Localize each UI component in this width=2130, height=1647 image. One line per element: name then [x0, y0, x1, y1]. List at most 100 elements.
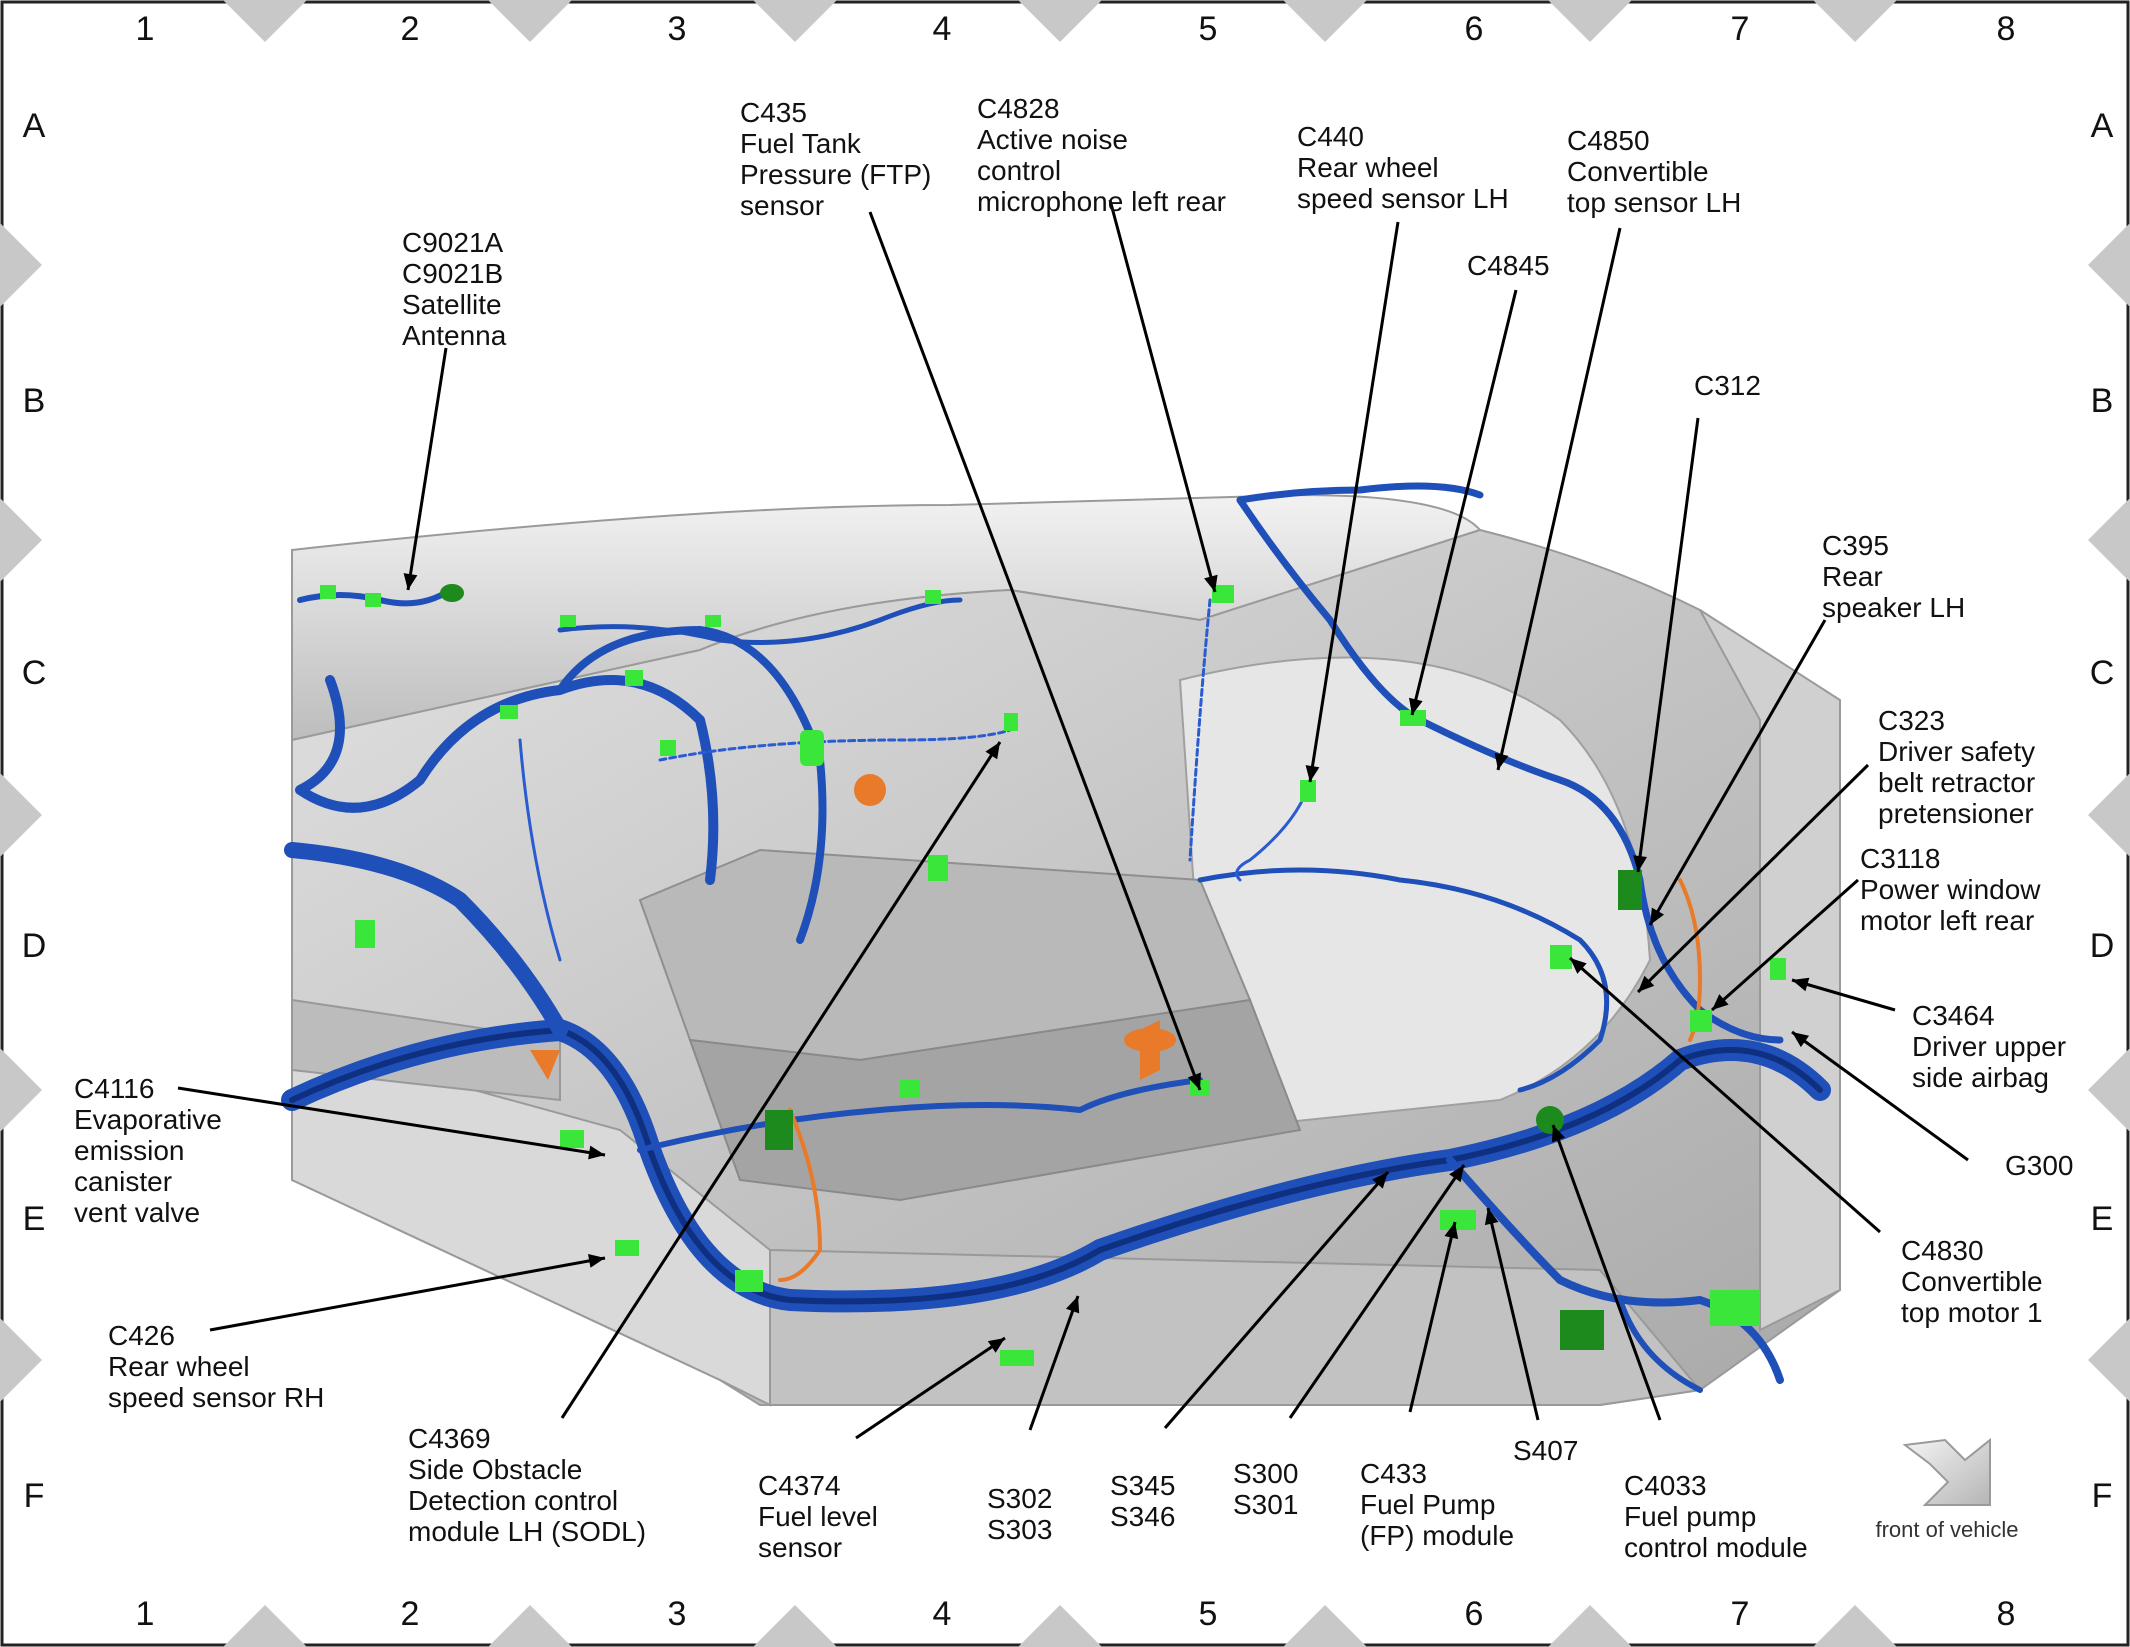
callout-label-s407: S407	[1513, 1435, 1578, 1466]
callout-line: Detection control	[408, 1485, 618, 1516]
grid-column-label-top: 8	[1997, 10, 2016, 48]
grid-column-label-bottom: 2	[401, 1595, 420, 1633]
grid-diamond	[1813, 0, 1897, 42]
callout-leader-lines	[177, 199, 1969, 1440]
connector-marker	[320, 585, 336, 599]
callout-line: sensor	[740, 190, 824, 221]
callout-line: C9021A	[402, 227, 504, 258]
connector-marker	[1710, 1290, 1760, 1326]
connector-marker	[800, 730, 824, 766]
callout-line: pretensioner	[1878, 798, 2034, 829]
grid-column-label-top: 2	[401, 10, 420, 48]
callout-line: (FP) module	[1360, 1520, 1514, 1551]
leader-arrowhead-icon	[1570, 958, 1587, 974]
leader-line-c4369	[560, 741, 1002, 1419]
leader-arrowhead-icon	[1372, 1172, 1388, 1189]
connector-marker	[1440, 1210, 1476, 1230]
connector-marker	[1212, 585, 1234, 603]
callout-line: S300	[1233, 1458, 1298, 1489]
leader-line-c4828	[1108, 199, 1217, 593]
connector-marker	[1770, 958, 1786, 980]
callout-line: top motor 1	[1901, 1297, 2043, 1328]
connector-marker	[1560, 1310, 1604, 1350]
callout-line: C395	[1822, 530, 1889, 561]
callout-label-c312: C312	[1694, 370, 1761, 401]
grid-column-label-top: 4	[933, 10, 952, 48]
grid-diamond	[1283, 1605, 1367, 1647]
callout-line: C426	[108, 1320, 175, 1351]
connector-marker	[660, 740, 676, 756]
leader-arrowhead-icon	[1638, 975, 1655, 992]
callout-line: Antenna	[402, 320, 507, 351]
leader-arrowhead-icon	[1204, 574, 1218, 592]
grid-diamond	[1548, 1605, 1632, 1647]
grid-row-label-left: C	[22, 654, 47, 692]
grid-column-label-bottom: 4	[933, 1595, 952, 1633]
callout-line: Driver safety	[1878, 736, 2035, 767]
connector-marker	[705, 615, 721, 627]
grid-diamond	[488, 1605, 572, 1647]
callout-line: C4374	[758, 1470, 841, 1501]
splice-marker	[530, 1050, 560, 1080]
callout-line: Side Obstacle	[408, 1454, 582, 1485]
callout-line: Active noise	[977, 124, 1128, 155]
vehicle-body-illustration	[291, 493, 1841, 1407]
leader-arrowhead-icon	[1409, 697, 1423, 715]
grid-row-label-right: D	[2090, 927, 2115, 965]
leader-arrowhead-icon	[1650, 907, 1665, 925]
callout-line: G300	[2005, 1150, 2074, 1181]
grid-column-label-top: 7	[1731, 10, 1750, 48]
connector-marker	[925, 590, 941, 604]
leader-arrowhead-icon	[1305, 765, 1320, 782]
connector-marker	[355, 920, 375, 948]
grid-row-label-right: A	[2091, 107, 2114, 145]
callout-label-c4845: C4845	[1467, 250, 1550, 281]
callout-line: C3118	[1860, 843, 1940, 874]
connector-marker	[615, 1240, 639, 1256]
front-of-vehicle-label: front of vehicle	[1875, 1517, 2018, 1542]
grid-diamond	[488, 0, 572, 42]
leader-line-c435	[868, 211, 1202, 1091]
leader-arrowhead-icon	[1551, 1125, 1566, 1143]
wiring-harness	[281, 482, 1831, 1393]
callout-line: C4033	[1624, 1470, 1707, 1501]
leader-line-c4374	[855, 1336, 1006, 1440]
callout-line: C4850	[1567, 125, 1650, 156]
leader-line-c440	[1308, 221, 1400, 783]
grid-row-label-left: E	[23, 1200, 46, 1238]
grid-row-label-left: D	[22, 927, 47, 965]
leader-line-c312	[1636, 417, 1700, 873]
leader-arrowhead-icon	[588, 1145, 605, 1160]
callout-line: speed sensor LH	[1297, 183, 1509, 214]
leader-arrowhead-icon	[1712, 994, 1729, 1010]
grid-diamond	[2088, 773, 2130, 857]
callout-line: speaker LH	[1822, 592, 1965, 623]
callout-line: C4845	[1467, 250, 1550, 281]
connector-marker	[735, 1270, 763, 1292]
grid-column-label-bottom: 7	[1731, 1595, 1750, 1633]
callout-line: Convertible	[1901, 1266, 2043, 1297]
connector-marker	[1550, 945, 1572, 969]
splice-marker	[854, 774, 886, 806]
callout-line: Fuel Tank	[740, 128, 862, 159]
grid-row-label-left: F	[24, 1477, 45, 1515]
leader-line-c4845	[1410, 289, 1518, 716]
callout-line: Pressure (FTP)	[740, 159, 931, 190]
callout-line: belt retractor	[1878, 767, 2035, 798]
leader-line-c9021	[406, 347, 448, 591]
callout-line: S345	[1110, 1470, 1175, 1501]
connector-marker	[560, 615, 576, 627]
callout-line: Rear wheel	[108, 1351, 250, 1382]
callout-line: Fuel Pump	[1360, 1489, 1495, 1520]
grid-row-label-left: B	[23, 382, 46, 420]
